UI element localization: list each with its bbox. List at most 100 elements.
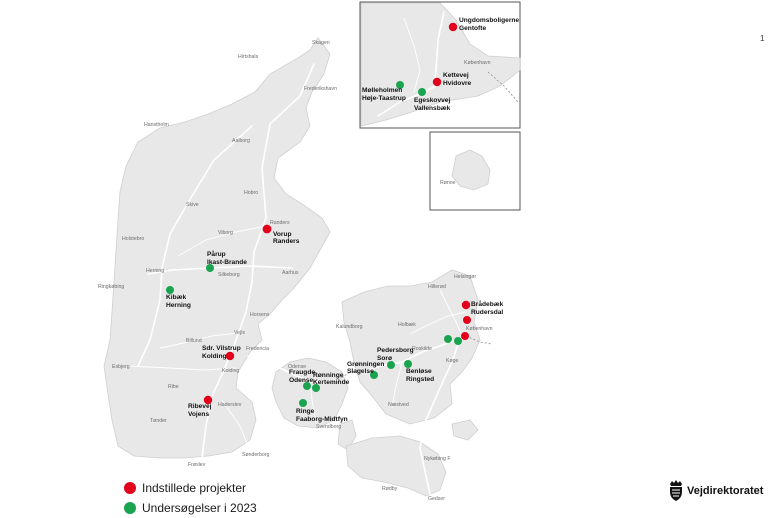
- project-label-line1: Rønninge: [313, 372, 344, 379]
- project-label-line1: Egeskovvej: [414, 97, 450, 104]
- project-label-line1: Mølleholmen: [362, 87, 402, 94]
- inset-ring: [403, 17, 421, 93]
- project-label-line1: Ribevej: [188, 403, 212, 410]
- place-frosiev: Frøslev: [188, 462, 206, 468]
- legend-label-proposed: Indstillede projekter: [142, 481, 247, 495]
- funen-landmass: [271, 357, 349, 429]
- place-roskilde: Roskilde: [412, 346, 432, 352]
- study-marker[interactable]: [396, 81, 404, 89]
- project-label-line1: Grønningen: [347, 361, 384, 368]
- study-marker[interactable]: [454, 337, 462, 345]
- project-label-line2: Odense: [289, 377, 314, 384]
- place-holstebro: Holstebro: [122, 236, 144, 242]
- project-label-line2: Kolding: [202, 353, 227, 360]
- project-label-line1: Kettevej: [443, 72, 469, 79]
- place-esbjerg: Esbjerg: [112, 364, 130, 370]
- inset-motorway-north: [433, 11, 445, 87]
- sonderborg-route: [221, 399, 249, 447]
- place-odense: Odense: [288, 364, 306, 370]
- project-label-line1: Sdr. Vilstrup: [202, 345, 241, 352]
- project-kettevej-hvidovre[interactable]: Kettevej Hvidovre: [432, 72, 472, 87]
- project-label-line2: Sorø: [377, 355, 392, 362]
- study-marker[interactable]: [370, 371, 378, 379]
- project-vallensbaek-main[interactable]: [454, 337, 462, 345]
- place-fredericia: Fredericia: [246, 346, 269, 352]
- place-skagen: Skagen: [312, 40, 330, 46]
- project-label-line2: Gentofte: [459, 25, 486, 32]
- study-marker[interactable]: [404, 360, 412, 368]
- project-label-line1: Vorup: [273, 231, 292, 238]
- vejdirektoratet-logo: Vejdirektoratet: [668, 480, 763, 502]
- proposed-marker[interactable]: [432, 77, 442, 87]
- naestved-route: [391, 361, 403, 409]
- place-haderslev: Haderslev: [218, 402, 242, 408]
- place-ringkobing: Ringkøbing: [98, 284, 124, 290]
- bornholm-landmass: [451, 149, 491, 191]
- proposed-marker[interactable]: [225, 351, 235, 361]
- mon-landmass: [451, 419, 479, 441]
- copenhagen-inset-land: [360, 2, 521, 127]
- place-viborg: Viborg: [218, 230, 233, 236]
- project-egeskovvej-vallensbaek[interactable]: Egeskovvej Vallensbæk: [414, 88, 451, 112]
- place-rodby: Rødby: [382, 486, 398, 492]
- page-number: 1: [760, 34, 765, 43]
- project-label-line1: Pedersborg: [377, 347, 414, 354]
- hillerod-route: [439, 289, 463, 337]
- storebaelt-link: [337, 369, 363, 381]
- place-kalundborg: Kalundborg: [336, 324, 363, 330]
- project-gronningen-slagelse[interactable]: Grønningen Slagelse: [347, 361, 384, 379]
- project-ronninge-kerteminde[interactable]: Rønninge Kerteminde: [312, 372, 350, 392]
- west-route: [137, 125, 253, 367]
- esbjerg-kolding-route: [127, 365, 237, 371]
- inset-motorway-west: [377, 85, 437, 117]
- place-holbaek: Holbæk: [398, 322, 416, 328]
- e20-zealand: [361, 337, 461, 373]
- proposed-marker[interactable]: [448, 22, 458, 32]
- project-hvidovre-main[interactable]: [461, 332, 469, 340]
- project-kibaek-herning[interactable]: Kibæk Herning: [166, 286, 191, 309]
- project-vorup-randers[interactable]: Vorup Randers: [262, 224, 300, 245]
- study-marker[interactable]: [303, 382, 311, 390]
- project-gentofte-main[interactable]: [463, 316, 471, 324]
- place-hirtshals: Hirtshals: [238, 54, 259, 60]
- place-helsingor: Helsingør: [454, 274, 476, 280]
- jutland-landmass: [103, 37, 331, 459]
- study-marker[interactable]: [206, 264, 214, 272]
- project-label-line2: Vojens: [188, 411, 209, 418]
- place-naestved: Næstved: [388, 402, 409, 408]
- proposed-marker[interactable]: [203, 395, 213, 405]
- green-dot-icon: [124, 502, 136, 514]
- proposed-marker[interactable]: [262, 224, 272, 234]
- project-label-line2: Herning: [166, 302, 191, 309]
- project-ringe-faaborg-midtfyn[interactable]: Ringe Faaborg-Midtfyn: [296, 399, 348, 423]
- proposed-marker[interactable]: [461, 300, 471, 310]
- project-mollehomen-hoje-taastrup[interactable]: Mølleholmen Høje-Taastrup: [362, 81, 406, 102]
- project-hoje-taastrup-main[interactable]: [444, 335, 452, 343]
- place-kobenhavn: København: [466, 326, 493, 332]
- project-pedersborg-soro[interactable]: Pedersborg Sorø: [377, 347, 414, 369]
- place-aarhus: Aarhus: [282, 270, 299, 276]
- study-marker[interactable]: [418, 88, 426, 96]
- place-sonderborg: Sønderborg: [242, 452, 270, 458]
- project-ribevej-vojens[interactable]: Ribevej Vojens: [188, 395, 213, 418]
- study-marker[interactable]: [299, 399, 307, 407]
- project-bradebaek-rudersdal[interactable]: Brådebæk Rudersdal: [461, 300, 504, 316]
- project-sdr-vilstrup-kolding[interactable]: Sdr. Vilstrup Kolding: [202, 345, 241, 361]
- study-marker[interactable]: [166, 286, 174, 294]
- proposed-marker[interactable]: [463, 316, 471, 324]
- project-ungdomsboligerne-gentofte[interactable]: Ungdomsboligerne Gentofte: [448, 17, 520, 32]
- project-benlose-ringsted[interactable]: Benløse Ringsted: [404, 360, 434, 383]
- study-marker[interactable]: [312, 384, 320, 392]
- e20-funen: [247, 355, 339, 383]
- legend-item-studies: Undersøgelser i 2023: [124, 498, 257, 518]
- red-dot-icon: [124, 482, 136, 494]
- study-marker[interactable]: [387, 361, 395, 369]
- place-gedser: Gedser: [428, 496, 445, 502]
- place-hobro: Hobro: [244, 190, 258, 196]
- proposed-marker[interactable]: [461, 332, 469, 340]
- study-marker[interactable]: [444, 335, 452, 343]
- project-fraugde-odense[interactable]: Fraugde Odense: [289, 369, 315, 390]
- holbaek-route: [409, 311, 467, 335]
- project-parup-ikast-brande[interactable]: Pårup Ikast-Brande: [206, 250, 247, 272]
